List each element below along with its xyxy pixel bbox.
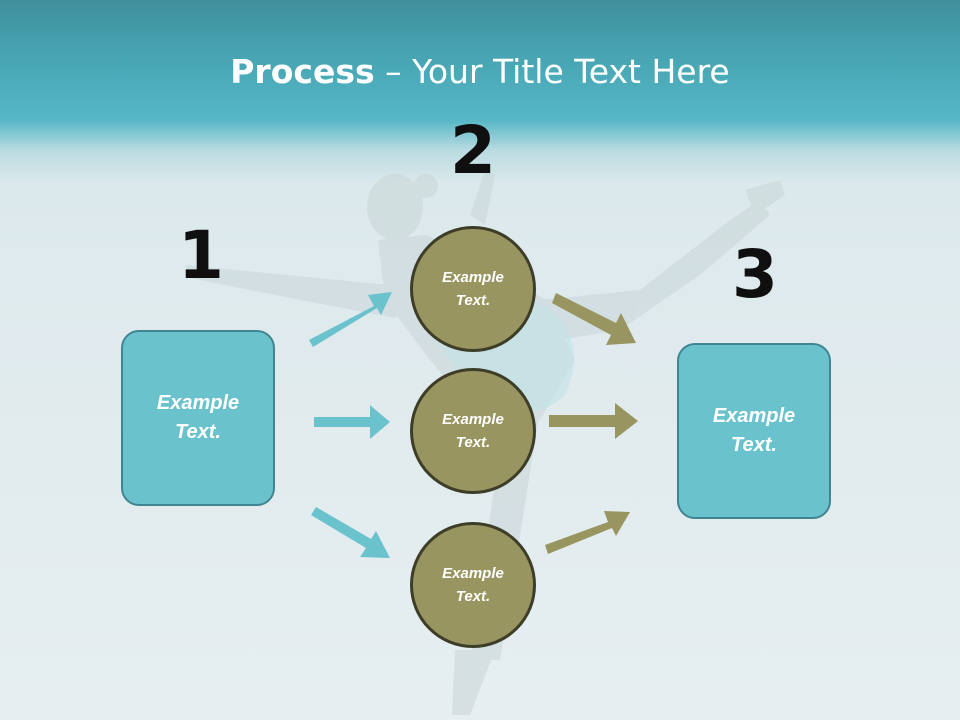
title-bold: Process — [230, 52, 375, 91]
circle-bottom: Example Text. — [410, 522, 536, 648]
arrow-top-to-right — [552, 293, 636, 345]
left-example-box: Example Text. — [121, 330, 275, 506]
arrow-left-to-bottom — [311, 507, 390, 558]
arrow-left-to-top — [309, 292, 392, 347]
circle-bottom-text: Example Text. — [442, 565, 504, 605]
circle-middle: Example Text. — [410, 368, 536, 494]
step-number-1: 1 — [178, 217, 224, 294]
slide-title: Process – Your Title Text Here — [0, 52, 960, 91]
arrow-middle-to-right — [549, 403, 638, 439]
circle-top-text: Example Text. — [442, 269, 504, 309]
circle-middle-text: Example Text. — [442, 411, 504, 451]
arrow-left-to-middle — [314, 405, 390, 439]
arrow-bottom-to-right — [545, 511, 630, 554]
left-box-text: Example Text. — [156, 392, 240, 443]
right-box-text: Example Text. — [712, 405, 796, 456]
circle-top: Example Text. — [410, 226, 536, 352]
right-example-box: Example Text. — [677, 343, 831, 519]
title-rest: – Your Title Text Here — [374, 52, 730, 91]
step-number-3: 3 — [732, 236, 778, 313]
step-number-2: 2 — [450, 112, 496, 189]
